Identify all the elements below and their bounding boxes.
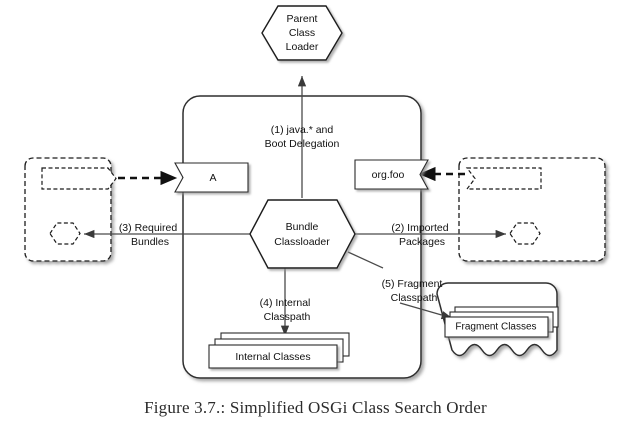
imported-package-org-foo-node: org.foo	[354, 159, 429, 190]
internal-classes-label: Internal Classes	[235, 351, 310, 363]
edge-label-required-bundles: (3) Required Bundles	[119, 222, 178, 248]
fragment-classes-label: Fragment Classes	[455, 322, 536, 333]
edge-label-imported-packages-line2: Packages	[399, 236, 445, 248]
edge-label-required-bundles-line2: Bundles	[131, 236, 169, 248]
edge-label-required-bundles-line1: (3) Required	[119, 222, 178, 234]
edge-fragment-classpath-line-upper	[347, 251, 384, 269]
right-bundle-import-tag	[465, 167, 542, 190]
edge-fragment-classpath-line-lower	[399, 302, 453, 320]
exported-package-a-label: A	[209, 172, 216, 184]
parent-class-loader-label-3: Loader	[286, 41, 319, 53]
bundle-classloader-node: Bundle Classloader	[249, 199, 356, 269]
edge-label-boot-delegation-line1: (1) java.* and	[271, 124, 334, 136]
edge-label-imported-packages-line1: (2) Imported	[391, 222, 448, 234]
osgi-class-search-diagram: Parent Class Loader Bundle Classloader A…	[24, 5, 606, 379]
edge-label-boot-delegation: (1) java.* and Boot Delegation	[265, 124, 340, 150]
edge-label-fragment-classpath-line1: (5) Fragment	[382, 278, 443, 290]
parent-class-loader-label-2: Class	[289, 27, 315, 39]
left-bundle	[24, 157, 117, 262]
parent-class-loader-node: Parent Class Loader	[261, 5, 343, 61]
edge-label-internal-classpath-line1: (4) Internal	[260, 297, 311, 309]
figure-caption: Figure 3.7.: Simplified OSGi Class Searc…	[144, 398, 487, 417]
bundle-classloader-label-1: Bundle	[286, 221, 319, 233]
edge-label-internal-classpath-line2: Classpath	[264, 311, 311, 323]
right-bundle	[458, 157, 606, 262]
right-bundle-hexagon	[509, 222, 541, 245]
edge-label-fragment-classpath-line2: Classpath	[391, 292, 438, 304]
imported-package-org-foo-label: org.foo	[372, 169, 405, 181]
exported-package-a-node: A	[174, 162, 249, 193]
fragment-classes-node: Fragment Classes	[444, 306, 559, 338]
edge-label-fragment-classpath: (5) Fragment Classpath	[382, 278, 443, 304]
edge-label-internal-classpath: (4) Internal Classpath	[260, 297, 311, 323]
left-bundle-export-tag	[41, 167, 117, 190]
internal-classes-node: Internal Classes	[208, 332, 350, 369]
edge-label-boot-delegation-line2: Boot Delegation	[265, 138, 340, 150]
parent-class-loader-label-1: Parent	[287, 13, 318, 25]
edge-label-imported-packages: (2) Imported Packages	[391, 222, 448, 248]
left-bundle-hexagon	[49, 222, 81, 245]
bundle-classloader-label-2: Classloader	[274, 236, 330, 248]
